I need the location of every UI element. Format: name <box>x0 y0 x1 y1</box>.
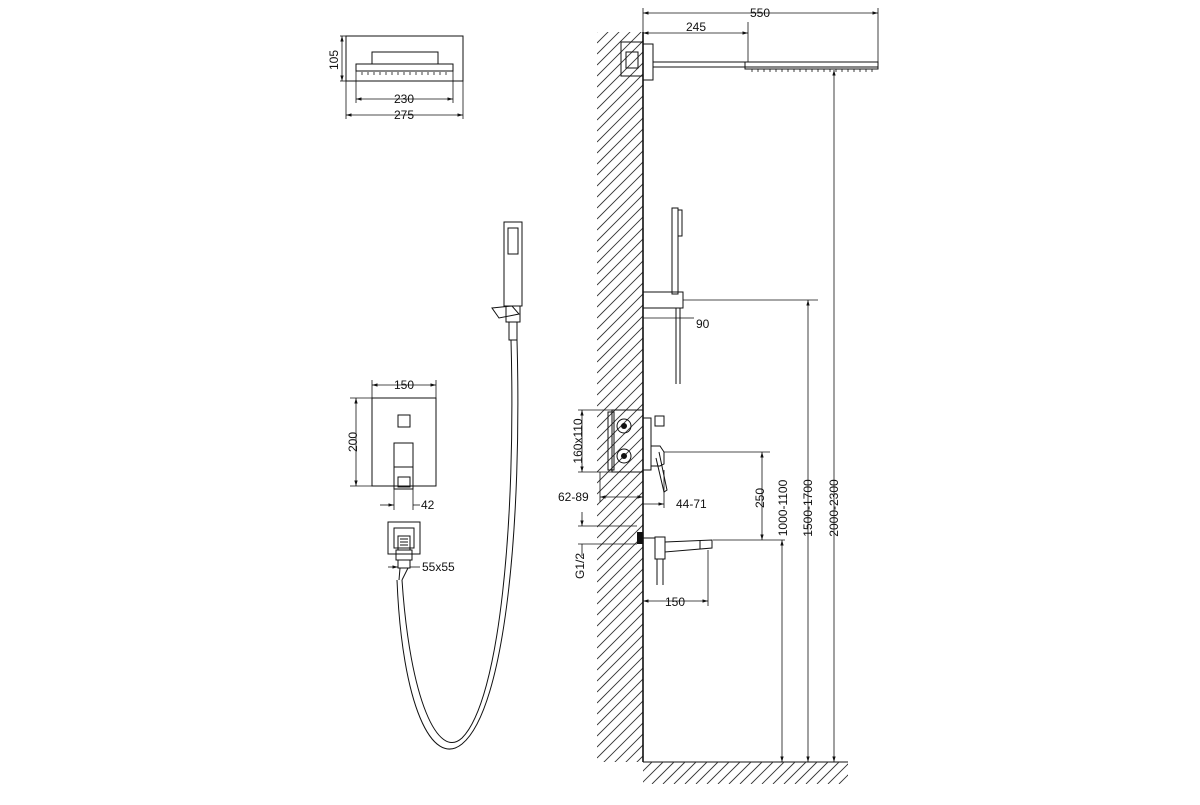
dim-thread: G1/2 <box>573 553 587 579</box>
dim-arm-total: 550 <box>750 6 770 20</box>
dim-head-inner-width: 230 <box>394 92 414 106</box>
mixer-valve-side-view: 160x110 62-89 44-71 250 <box>558 409 770 540</box>
dim-head-height-floor: 2000-2300 <box>827 479 841 537</box>
dim-holder-height: 1500-1700 <box>801 479 815 537</box>
dim-holder-projection: 90 <box>696 317 710 331</box>
dim-valve-plate-width: 150 <box>394 378 414 392</box>
valve-plate-front-view: 150 200 42 <box>346 378 437 512</box>
height-dimensions: 1000-1100 1500-1700 2000-2300 <box>713 70 841 762</box>
bath-spout-side-view: G1/2 150 <box>573 512 713 609</box>
dim-head-outer-width: 275 <box>394 108 414 122</box>
dim-spout-to-valve: 250 <box>753 488 767 508</box>
dim-outlet-size: 55x55 <box>422 560 455 574</box>
wall-section <box>597 32 848 784</box>
hand-shower-assembly: 55x55 <box>387 221 523 750</box>
dim-handle-offset: 42 <box>421 498 435 512</box>
dim-valve-plate-height: 200 <box>346 432 360 452</box>
dim-valve-box: 160x110 <box>571 418 585 463</box>
overhead-shower-side-view: 550 245 <box>620 6 879 81</box>
dim-arm-offset: 245 <box>686 20 706 34</box>
dim-spout-length: 150 <box>665 595 685 609</box>
dim-head-height: 105 <box>327 50 341 70</box>
hand-shower-side-view: 90 <box>642 207 818 384</box>
dim-valve-height: 1000-1100 <box>776 479 790 536</box>
dim-valve-projection: 44-71 <box>676 497 707 511</box>
dim-valve-depth: 62-89 <box>558 490 589 504</box>
shower-head-front-view: 105 230 275 <box>327 35 464 122</box>
